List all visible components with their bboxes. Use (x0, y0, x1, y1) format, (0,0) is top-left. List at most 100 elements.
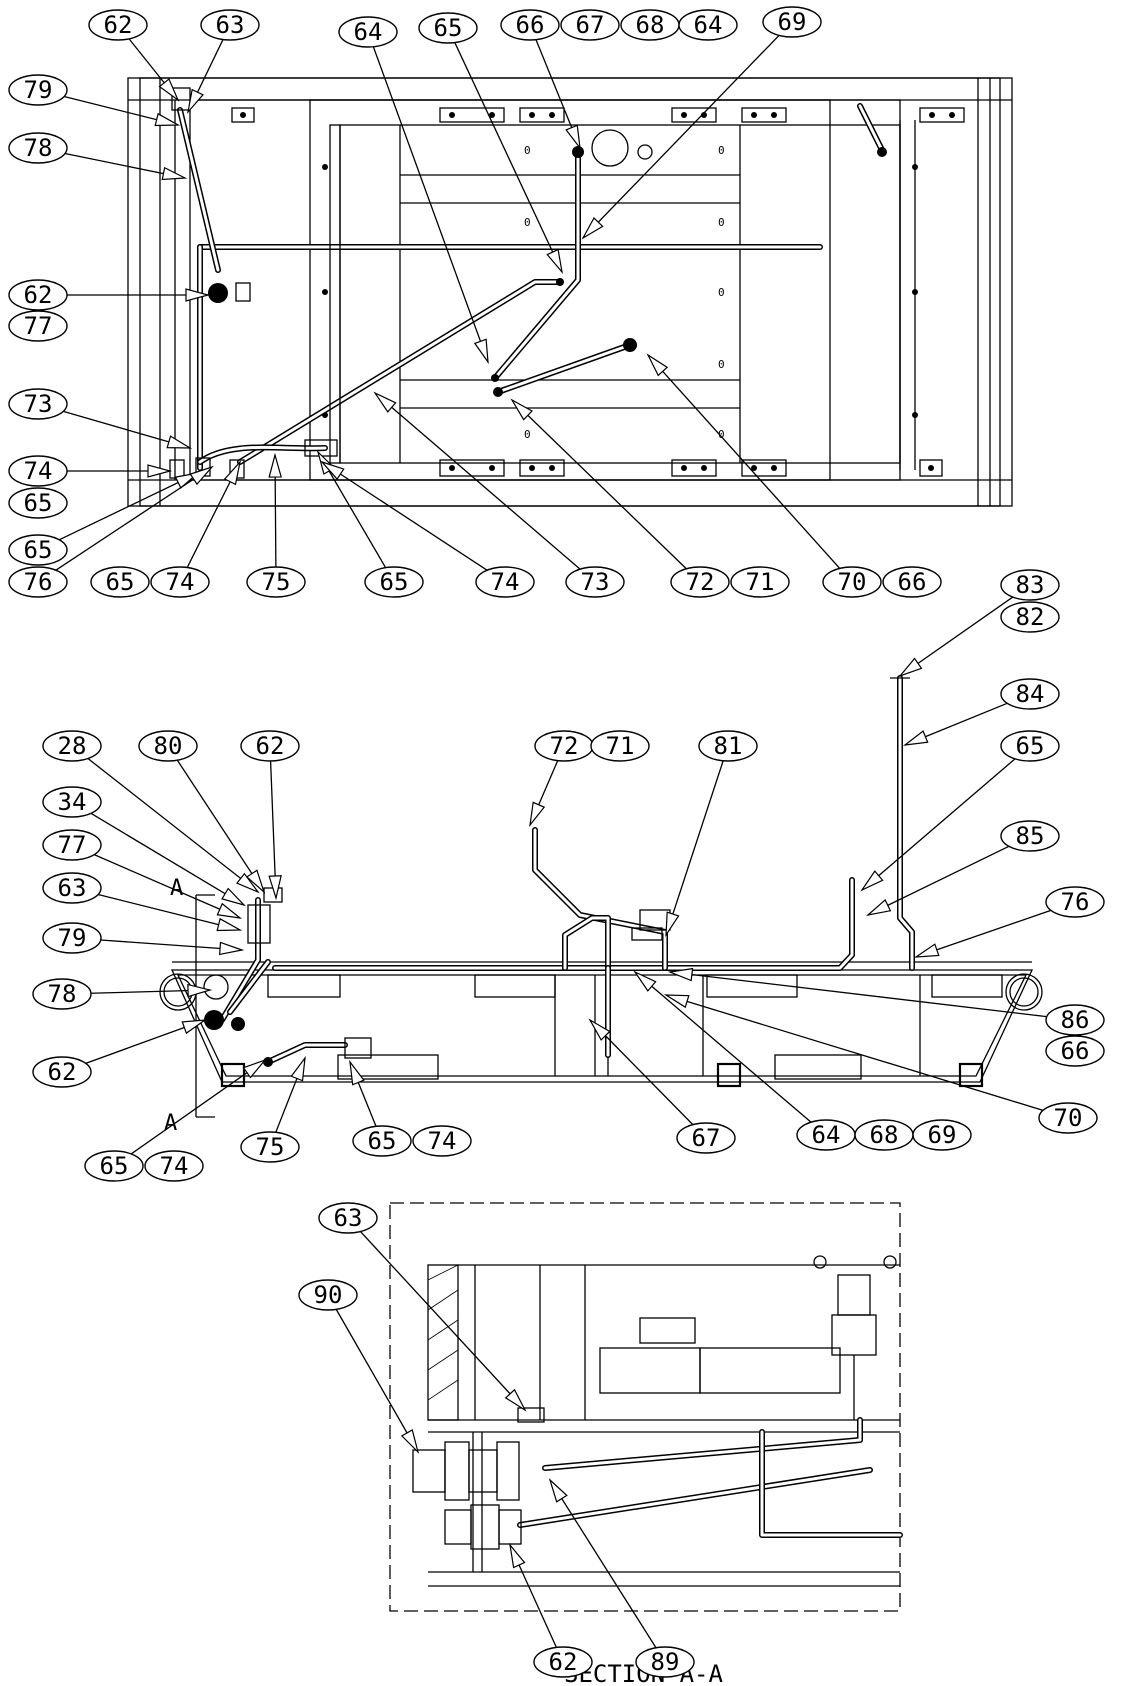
section-mark-top: A (170, 876, 183, 901)
svg-text:0: 0 (718, 358, 725, 371)
callout-number: 73 (24, 390, 53, 418)
leader-arrowhead (865, 898, 892, 916)
callout-number: 81 (714, 732, 743, 760)
callout-bubble (1045, 1035, 1105, 1067)
callout-number: 86 (1061, 1006, 1090, 1034)
callout-number: 68 (636, 11, 665, 39)
callout-62: 62 (88, 9, 180, 102)
callout-68: 68 (620, 9, 680, 41)
callout-bubble (1045, 886, 1105, 918)
callout-bubble (1000, 730, 1060, 762)
callout-number: 70 (1054, 1104, 1083, 1132)
callout-number: 65 (24, 489, 53, 517)
callout-76: 76 (8, 465, 214, 598)
leader-arrowhead (216, 917, 243, 932)
callout-bubble (240, 730, 300, 762)
callout-63: 63 (42, 872, 243, 932)
svg-text:0: 0 (524, 216, 531, 229)
callout-number: 63 (216, 11, 245, 39)
leader-arrowhead (400, 1429, 420, 1454)
callout-bubble (364, 566, 424, 598)
callout-90: 90 (298, 1279, 420, 1454)
callout-bubble (240, 1131, 300, 1163)
callout-bubble (1000, 569, 1060, 601)
callout-77: 77 (8, 310, 68, 342)
callout-bubble (882, 566, 942, 598)
leader-arrowhead (320, 460, 345, 481)
callout-bubble (8, 566, 68, 598)
leader-arrowhead (216, 902, 243, 919)
leader-arrowhead (158, 78, 180, 102)
leader-arrowhead (189, 465, 214, 486)
leader-line (58, 472, 199, 541)
svg-text:0: 0 (718, 216, 725, 229)
svg-text:0: 0 (524, 144, 531, 157)
callout-65: 65 (8, 487, 68, 519)
callout-64: 64 (678, 9, 738, 41)
leader-arrowhead (667, 967, 694, 982)
callout-number: 65 (434, 14, 463, 42)
callout-number: 79 (24, 76, 53, 104)
leader-arrowhead (223, 459, 242, 486)
callout-bubble (1000, 601, 1060, 633)
callout-bubble (412, 1125, 472, 1157)
callout-number: 77 (24, 312, 53, 340)
callout-number: 71 (606, 732, 635, 760)
leader-line (511, 399, 687, 570)
leader-arrowhead (504, 1388, 527, 1412)
callout-bubble (676, 1122, 736, 1154)
callout-bubble (42, 786, 102, 818)
leader-line (589, 1019, 694, 1126)
leader-arrowhead (633, 970, 657, 992)
callout-70: 70 (663, 994, 1098, 1134)
callout-bubble (32, 1056, 92, 1088)
callout-number: 78 (24, 134, 53, 162)
leader-arrowhead (349, 1059, 365, 1086)
callout-number: 65 (380, 568, 409, 596)
callout-bubble (150, 566, 210, 598)
callout-number: 89 (651, 1648, 680, 1676)
callout-85: 85 (865, 820, 1060, 916)
callout-number: 28 (58, 732, 87, 760)
leader-line (867, 845, 1010, 916)
callout-67: 67 (560, 9, 620, 41)
callout-number: 65 (1016, 732, 1045, 760)
callout-62: 62 (32, 1019, 208, 1088)
callout-number: 65 (106, 568, 135, 596)
callout-89: 89 (548, 1478, 695, 1678)
callout-number: 75 (262, 568, 291, 596)
callout-bubble (200, 9, 260, 41)
leader-line (899, 596, 1014, 677)
leader-arrowhead (665, 911, 680, 938)
leader-arrowhead (242, 1058, 267, 1079)
callout-number: 77 (58, 831, 87, 859)
callout-bubble (42, 829, 102, 861)
leader-arrowhead (510, 398, 533, 421)
callout-65: 65 (860, 730, 1060, 892)
leader-arrowhead (860, 870, 884, 892)
callout-bubble (8, 455, 68, 487)
callout-82: 82 (1000, 601, 1060, 633)
callout-number: 76 (1061, 888, 1090, 916)
section-view: SECTION A-A (389, 1202, 903, 1686)
callout-bubble (90, 566, 150, 598)
callout-66: 66 (1045, 1035, 1105, 1067)
leader-arrowhead (161, 166, 188, 181)
leader-arrowhead (529, 801, 546, 828)
callout-number: 80 (154, 732, 183, 760)
callout-bubble (8, 534, 68, 566)
leader-line (634, 971, 812, 1123)
callout-number: 78 (48, 980, 77, 1008)
callout-number: 66 (1061, 1037, 1090, 1065)
callout-69: 69 (581, 6, 822, 240)
callout-bubble (698, 730, 758, 762)
callout-79: 79 (42, 922, 245, 956)
callout-number: 74 (160, 1152, 189, 1180)
callout-bubble (1000, 678, 1060, 710)
leader-arrowhead (588, 1018, 611, 1041)
leader-arrowhead (236, 872, 260, 894)
callout-bubble (246, 566, 306, 598)
leader-arrowhead (902, 730, 929, 746)
callout-bubble (730, 566, 790, 598)
